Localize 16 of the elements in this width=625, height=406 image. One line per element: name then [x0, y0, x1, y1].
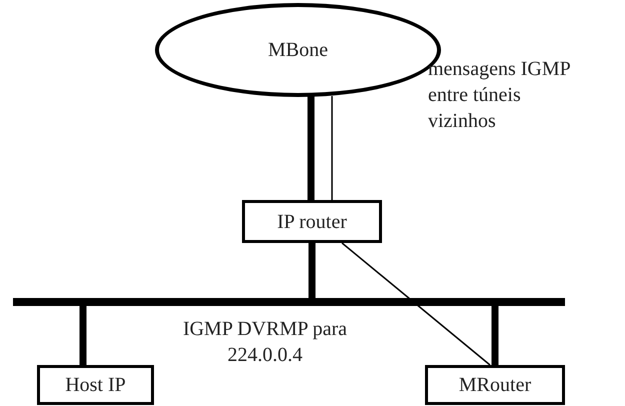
network-link — [342, 242, 490, 366]
node-label: IP router — [277, 210, 347, 234]
node-label: MBone — [268, 38, 328, 63]
network-bus — [13, 298, 565, 306]
network-link — [308, 96, 314, 200]
network-link — [80, 306, 86, 365]
network-link — [331, 96, 333, 200]
network-link — [492, 306, 498, 365]
note-text: IGMP DVRMP para 224.0.0.4 — [182, 317, 348, 368]
host-box — [37, 365, 154, 405]
node-label: MRouter — [458, 373, 532, 398]
note-text: mensagens IGMP entre túneis vizinhos — [428, 57, 572, 134]
node-label: Host IP — [65, 373, 126, 398]
network-link — [308, 243, 316, 298]
router-box — [242, 200, 382, 243]
router-box — [425, 365, 565, 405]
